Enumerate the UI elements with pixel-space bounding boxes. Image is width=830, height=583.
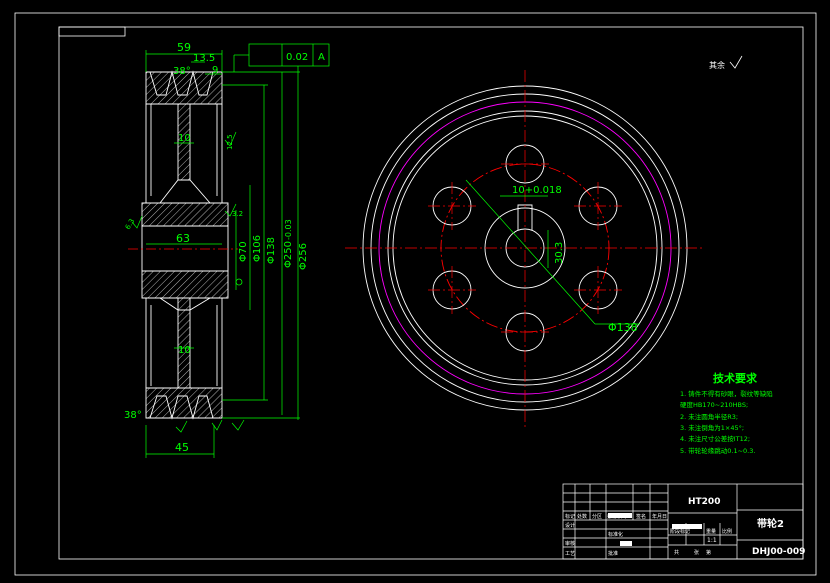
lower-grooves	[149, 395, 214, 420]
material: HT200	[688, 497, 720, 507]
label-sheet: 张	[694, 549, 699, 556]
dim-overall-width: 59	[177, 41, 191, 54]
dim-groove-angle-top: 38°	[173, 66, 191, 77]
datum-marker	[235, 278, 243, 286]
tech-item: 5. 带轮轮缘跳动0.1~0.3.	[680, 446, 755, 455]
hub-web-fillet-bottom	[159, 297, 211, 311]
title-fill-mark	[620, 541, 632, 546]
tech-item: 1. 铸件不得有砂眼，裂纹等缺陷	[680, 389, 773, 398]
label-review: 审核	[565, 540, 575, 547]
dim-hub-inner: 63	[176, 232, 190, 245]
dim-pitch: Φ250	[283, 241, 294, 268]
lower-rim-section	[145, 387, 223, 419]
hub-lower	[141, 270, 229, 299]
tech-title: 技术要求	[713, 371, 758, 385]
roughness-face: 3.2	[232, 210, 243, 218]
keyway-dim: 10+0.018	[512, 185, 562, 196]
dim-pcd: Φ138	[266, 237, 277, 264]
label-date: 年月日	[652, 513, 667, 520]
part-name: 带轮2	[757, 517, 784, 530]
lower-web	[177, 297, 191, 389]
dim-web-top: 10	[178, 133, 191, 144]
label-count: 处数	[577, 513, 587, 520]
corner-tag-box	[58, 26, 126, 37]
label-sign: 签名	[636, 513, 646, 520]
dim-hub: Φ106	[252, 235, 263, 262]
label-scale: 比例	[722, 528, 732, 535]
dim-web-bottom: 10	[178, 345, 191, 356]
section-view	[141, 70, 229, 420]
inner-border	[58, 26, 804, 560]
roughness-symbols	[131, 131, 245, 433]
dim-groove-angle-bottom: 38°	[124, 410, 142, 421]
label-sheet-total: 共	[674, 549, 679, 556]
roughness-left: 6.3	[124, 217, 136, 231]
tech-item: 2. 未注圆角半径R3;	[680, 412, 738, 421]
label-approve: 批准	[608, 550, 618, 557]
dim-bore: Φ70	[238, 241, 249, 262]
hub-web-fillet-top	[159, 179, 211, 204]
scale: 1:1	[707, 537, 717, 544]
tech-item: 硬度HB170~210HBS;	[680, 400, 748, 409]
dim-pitch-tol: -0.03	[284, 219, 293, 240]
upper-grooves	[149, 70, 214, 96]
key-depth-dim: 30.3	[554, 242, 565, 264]
label-sheet-of: 第	[706, 549, 711, 556]
roughness-hub: 12.5	[226, 134, 234, 150]
dim-outer: Φ256	[298, 243, 309, 270]
dim-groove-depth: 9	[212, 65, 218, 76]
label-design: 设计	[565, 522, 575, 529]
title-block	[562, 483, 804, 560]
label-zone: 分区	[592, 513, 602, 520]
drawing-no: DHJ00-009	[752, 547, 805, 557]
title-fill-mark	[608, 513, 632, 518]
label-mark: 标记	[565, 513, 575, 520]
hub-upper	[141, 202, 229, 227]
title-fill-mark	[672, 524, 702, 529]
tech-item: 3. 未注倒角为1×45°;	[680, 423, 744, 432]
front-centerlines	[345, 70, 705, 428]
tech-requirements: 技术要求 1. 铸件不得有砂眼，裂纹等缺陷 硬度HB170~210HBS; 2.…	[680, 371, 773, 455]
dim-groove-pitch: 13.5	[193, 53, 215, 64]
surface-finish-symbol	[729, 55, 743, 69]
bore	[141, 225, 229, 272]
tol-datum: A	[318, 52, 325, 63]
label-process: 工艺	[565, 551, 575, 557]
dim-bottom-width: 45	[175, 441, 189, 454]
section-dimensions	[145, 43, 330, 458]
tech-item: 4. 未注尺寸公差按IT12;	[680, 434, 750, 443]
surface-finish-note: 其余	[709, 60, 725, 70]
hole-circle-dim: Φ138	[608, 321, 638, 334]
front-dimensions	[465, 179, 640, 325]
label-stage: 阶段标记	[670, 528, 690, 535]
label-standard: 标准化	[608, 531, 623, 538]
outer-border	[14, 12, 817, 576]
label-change-doc: 更改文件号	[607, 513, 627, 519]
tol-value: 0.02	[286, 52, 308, 63]
label-weight: 重量	[706, 528, 716, 535]
